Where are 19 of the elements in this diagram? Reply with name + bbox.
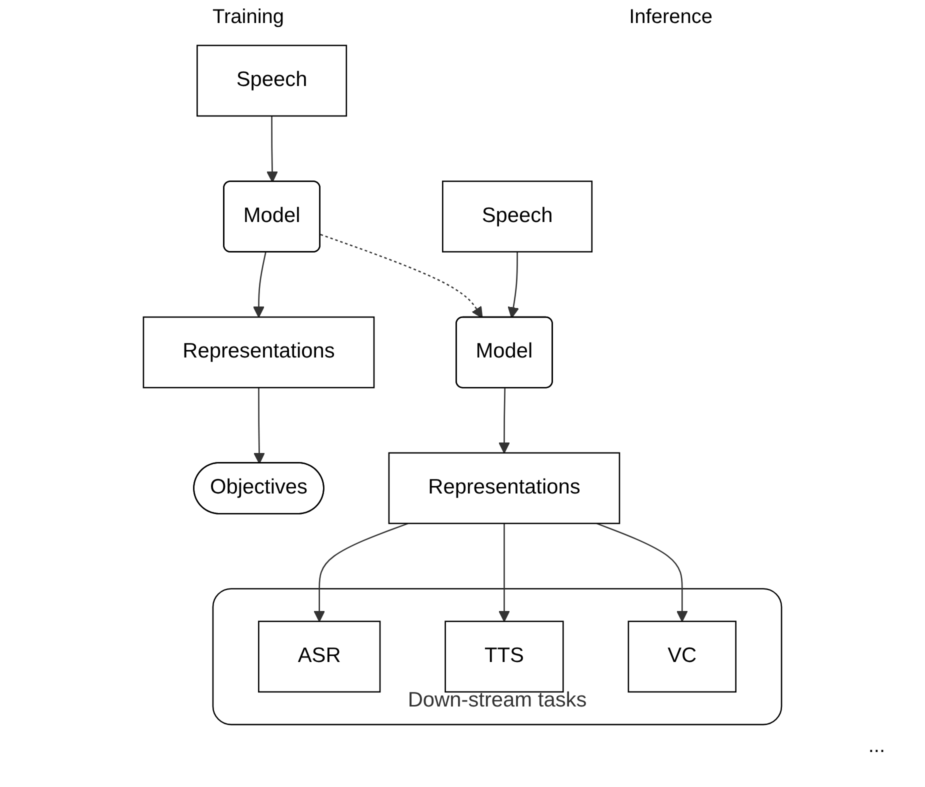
arrow [314, 522, 408, 622]
arrow [508, 252, 520, 318]
node-box: TTS [444, 620, 564, 693]
column-heading: Inference [629, 6, 712, 29]
arrow [320, 234, 483, 318]
node-box: ASR [258, 620, 381, 693]
arrow [596, 522, 688, 622]
arrow [498, 523, 510, 622]
node-box: VC [628, 620, 736, 693]
arrow [252, 252, 266, 318]
node-box: Speech [196, 44, 348, 117]
node-box: Representations [388, 452, 620, 524]
node-box: Representations [142, 316, 375, 388]
arrow [253, 388, 265, 464]
node-box: Speech [442, 180, 593, 252]
arrow [498, 388, 510, 454]
arrow [266, 116, 278, 182]
column-heading: Training [212, 6, 284, 29]
ellipsis-text: ... [867, 735, 885, 758]
